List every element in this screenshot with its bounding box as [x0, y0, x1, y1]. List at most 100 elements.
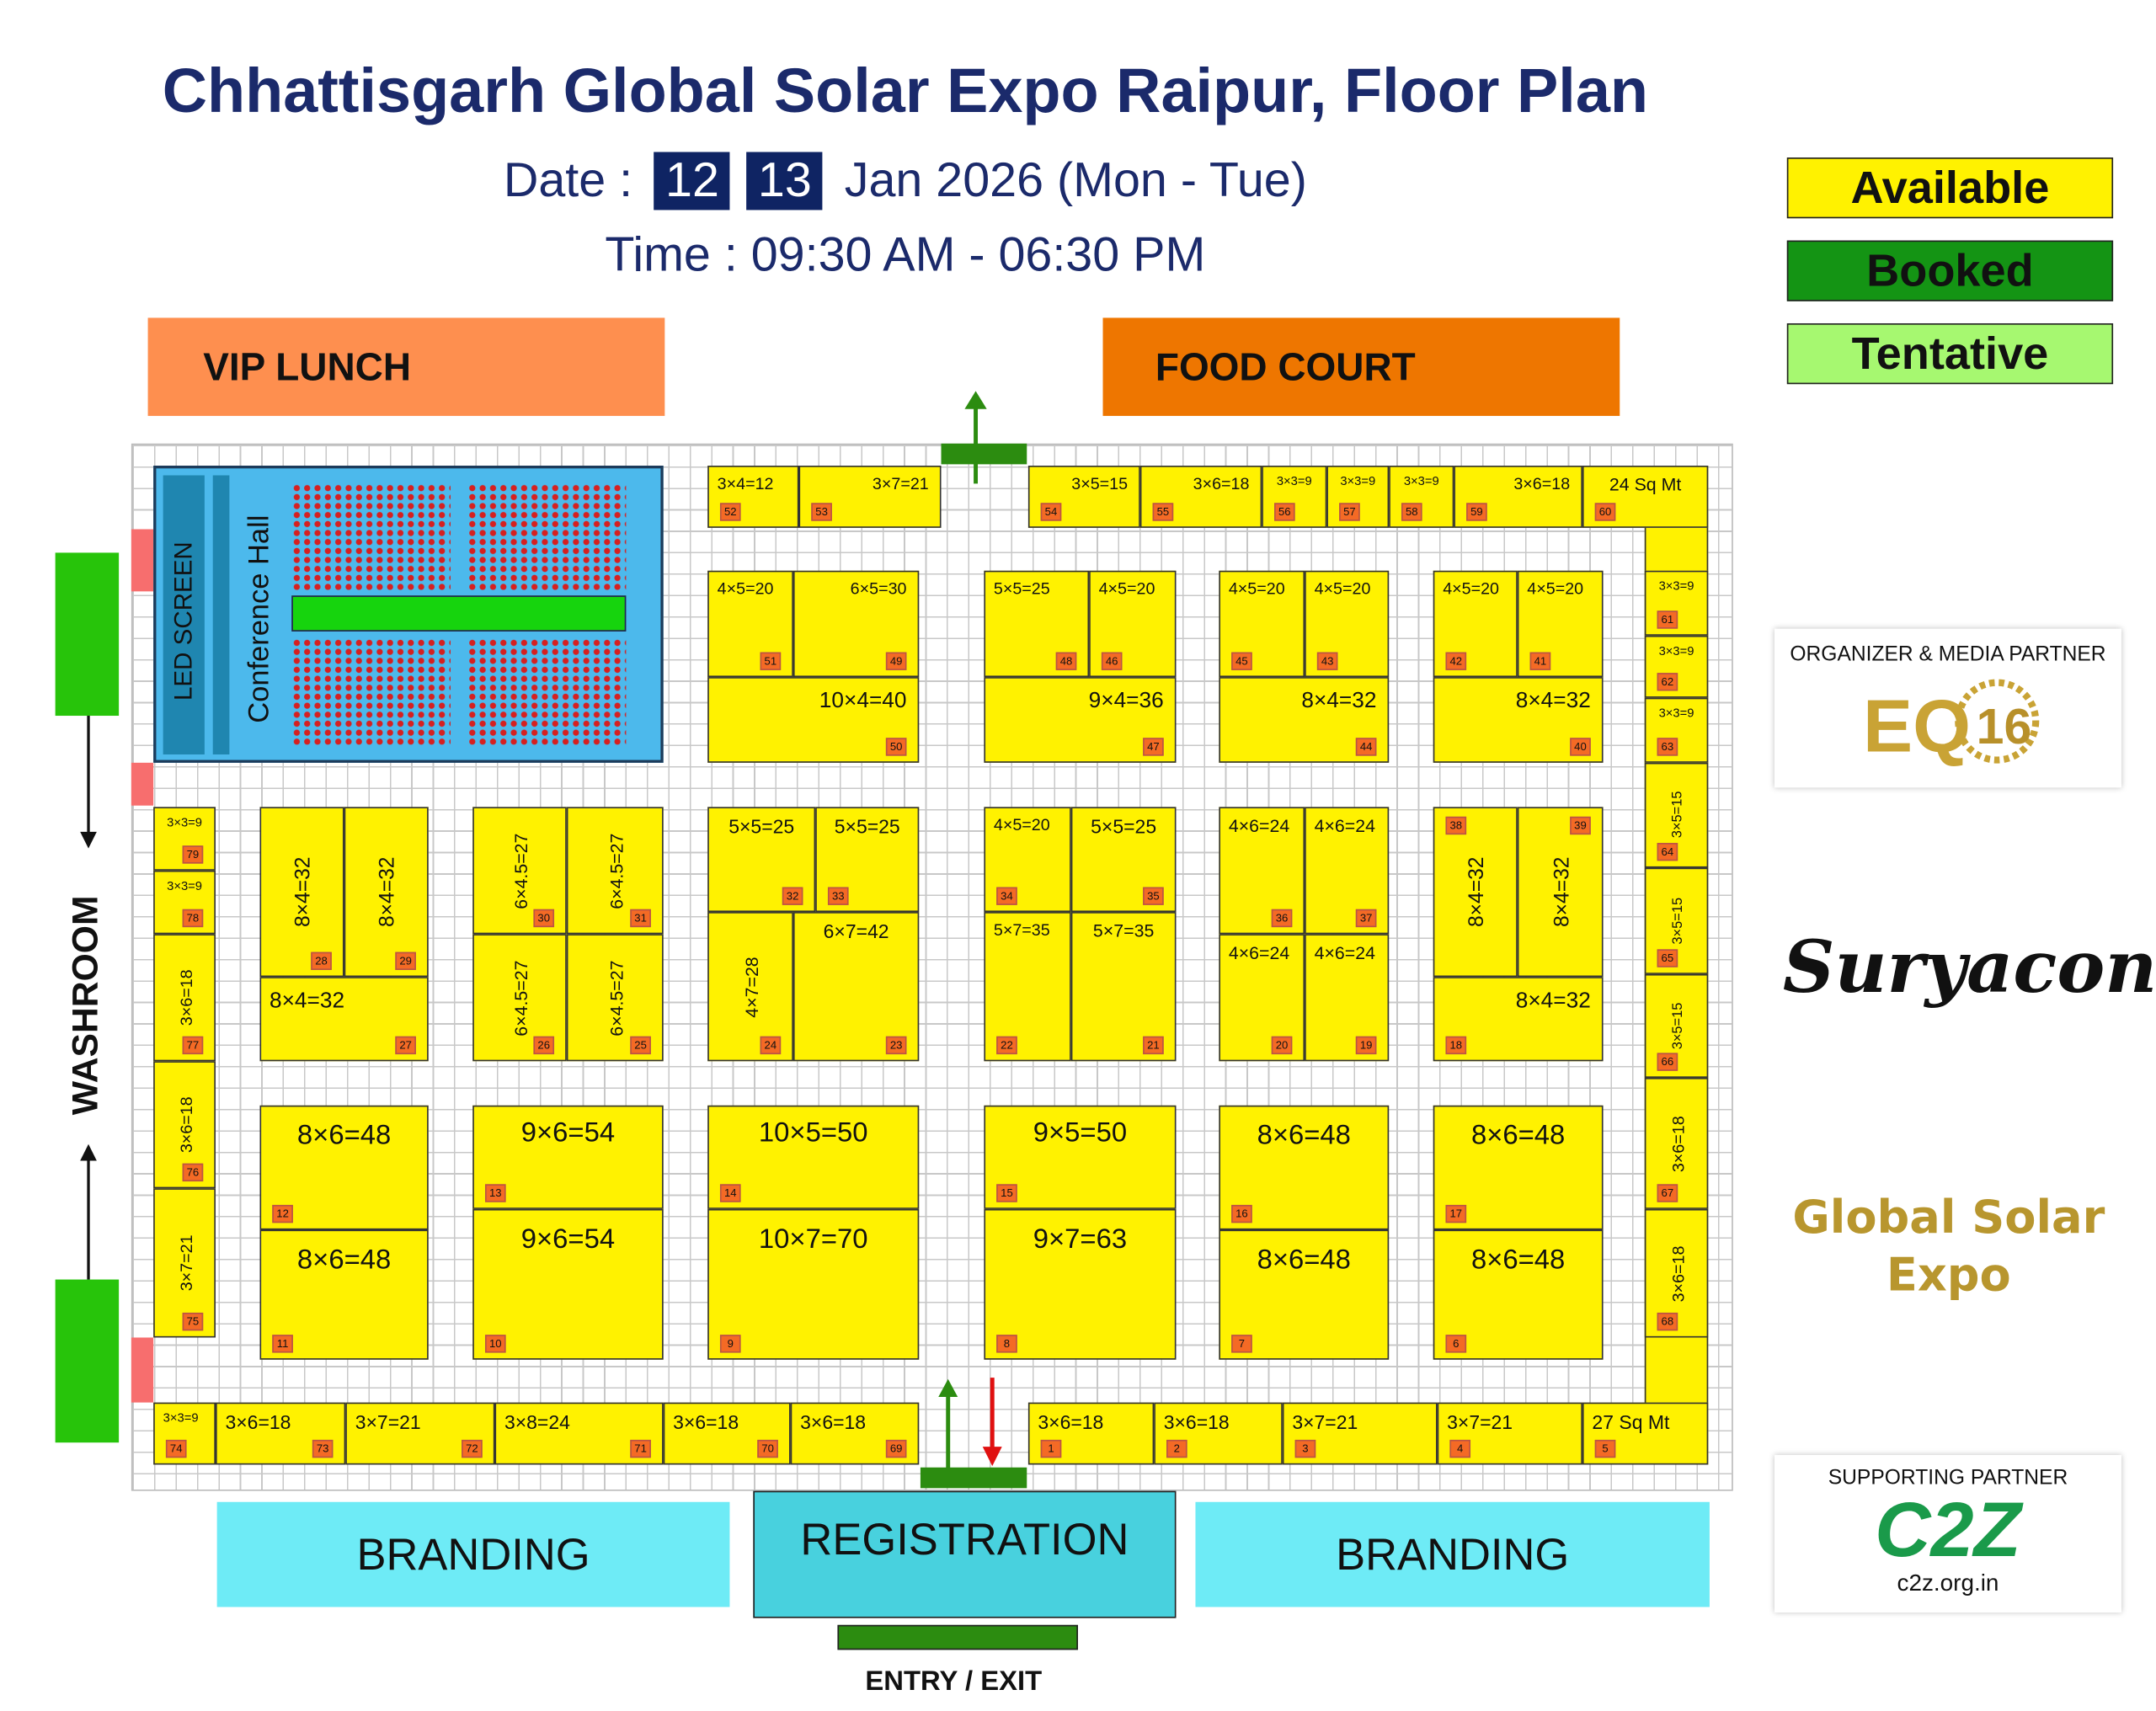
- booth-size-label: 3×3=9: [1340, 473, 1376, 488]
- booth-size-label: 8×4=32: [1301, 689, 1377, 713]
- booth-number-badge: 26: [533, 1036, 555, 1055]
- booth-51[interactable]: 4×5=20 51: [707, 570, 793, 678]
- booth-size-label: 10×4=40: [819, 689, 907, 713]
- arrow-down-icon: [982, 1378, 1002, 1467]
- booth-size-label: 4×5=20: [717, 578, 774, 599]
- booth-size-label: 3×3=9: [1658, 578, 1694, 593]
- booth-number-badge: 53: [811, 503, 832, 521]
- booth-number-badge: 64: [1657, 843, 1678, 861]
- booth-size-label: 10×7=70: [758, 1223, 868, 1255]
- booth-size-label: 5×5=25: [728, 815, 795, 838]
- booth-number-badge: 51: [760, 652, 782, 670]
- booth-size-label: 3×5=15: [1071, 473, 1129, 493]
- booth-size-label: 5×7=35: [993, 919, 1050, 940]
- booth-number-badge: 35: [1143, 887, 1164, 905]
- booth-number-badge: 4: [1449, 1439, 1471, 1458]
- booth-size-label: 5×5=25: [993, 578, 1050, 599]
- booth-number-badge: 29: [395, 951, 416, 970]
- booth-number-badge: 30: [533, 909, 555, 928]
- booth-size-label: 6×7=42: [823, 919, 889, 943]
- booth-number-badge: 71: [630, 1439, 651, 1458]
